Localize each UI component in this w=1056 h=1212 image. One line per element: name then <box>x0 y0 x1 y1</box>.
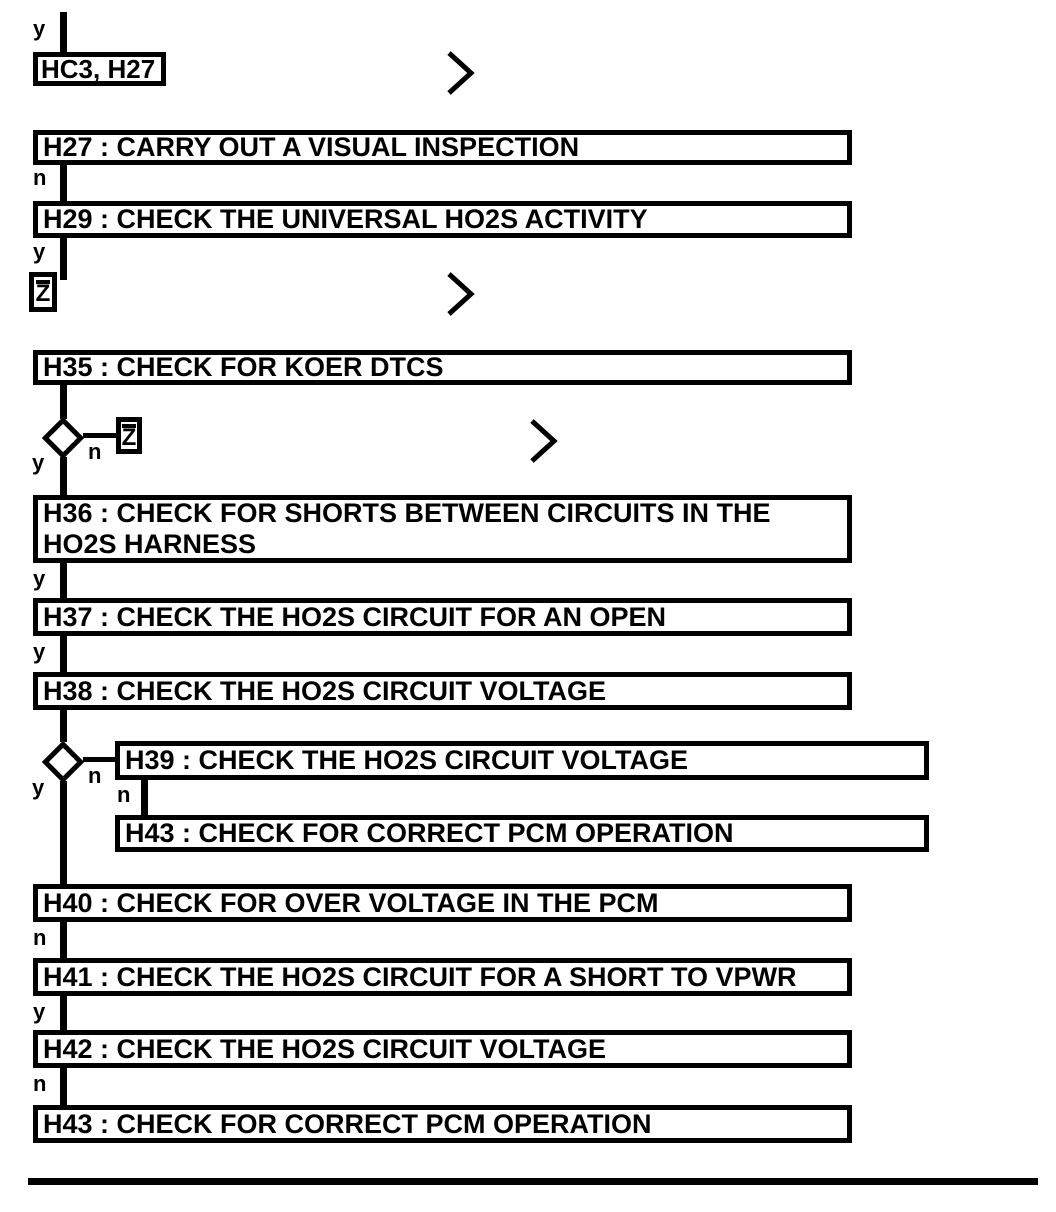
connector-line <box>60 385 67 419</box>
edge-label-yes: y <box>33 999 46 1024</box>
flow-node-h40-label: H40 : CHECK FOR OVER VOLTAGE IN THE PCM <box>43 887 659 918</box>
connector-line <box>60 781 67 884</box>
edge-label-yes: y <box>33 566 46 591</box>
connector-line <box>60 457 67 495</box>
connector-line <box>60 563 67 598</box>
flow-node-h43: H43 : CHECK FOR CORRECT PCM OPERATION <box>33 1105 852 1143</box>
edge-label-yes: y <box>33 639 46 664</box>
continuation-chevron-icon <box>445 50 475 96</box>
offpage-connector-z-label: Z <box>35 280 51 307</box>
flow-node-h29-label: H29 : CHECK THE UNIVERSAL HO2S ACTIVITY <box>43 204 648 234</box>
edge-label-no: n <box>33 1071 47 1096</box>
edge-label-no: n <box>33 925 47 950</box>
flow-node-h42: H42 : CHECK THE HO2S CIRCUIT VOLTAGE <box>33 1030 852 1068</box>
flow-node-h29: H29 : CHECK THE UNIVERSAL HO2S ACTIVITY <box>33 201 852 238</box>
flow-node-h40: H40 : CHECK FOR OVER VOLTAGE IN THE PCM <box>33 884 852 922</box>
bottom-rule <box>28 1178 1038 1185</box>
connector-line <box>60 1068 67 1105</box>
connector-line <box>83 433 117 438</box>
flow-node-h27-label: H27 : CARRY OUT A VISUAL INSPECTION <box>43 132 580 162</box>
flow-node-h35-label: H35 : CHECK FOR KOER DTCS <box>43 352 444 382</box>
flow-node-h41-label: H41 : CHECK THE HO2S CIRCUIT FOR A SHORT… <box>43 961 797 992</box>
edge-label-yes: y <box>32 775 45 800</box>
flow-node-h38-label: H38 : CHECK THE HO2S CIRCUIT VOLTAGE <box>43 675 607 706</box>
offpage-connector-z-label: Z <box>121 423 137 451</box>
connector-line <box>60 710 67 742</box>
connector-line <box>60 996 67 1030</box>
continuation-chevron-icon <box>528 418 558 464</box>
flow-node-h36: H36 : CHECK FOR SHORTS BETWEEN CIRCUITS … <box>33 495 852 563</box>
offpage-connector-z: Z <box>116 417 142 454</box>
edge-label-yes: y <box>33 16 46 41</box>
flow-node-h37-label: H37 : CHECK THE HO2S CIRCUIT FOR AN OPEN <box>43 601 667 632</box>
connector-line <box>141 780 148 815</box>
flow-node-h35: H35 : CHECK FOR KOER DTCS <box>33 350 852 385</box>
connector-line <box>60 12 67 52</box>
connector-line <box>83 757 115 762</box>
edge-label-no: n <box>88 439 102 464</box>
flow-node-start: HC3, H27 <box>33 52 166 86</box>
connector-line <box>60 238 67 280</box>
edge-label-no: n <box>117 782 131 807</box>
continuation-chevron-icon <box>445 271 475 317</box>
edge-label-yes: y <box>33 239 46 264</box>
offpage-connector-z: Z <box>29 272 57 312</box>
connector-line <box>60 636 67 672</box>
flow-node-h37: H37 : CHECK THE HO2S CIRCUIT FOR AN OPEN <box>33 598 852 636</box>
flow-node-h27: H27 : CARRY OUT A VISUAL INSPECTION <box>33 130 852 165</box>
decision-diamond <box>41 416 85 460</box>
flow-node-h43-branch: H43 : CHECK FOR CORRECT PCM OPERATION <box>115 815 929 852</box>
flow-node-h41: H41 : CHECK THE HO2S CIRCUIT FOR A SHORT… <box>33 958 852 996</box>
connector-line <box>60 165 67 201</box>
flow-node-h43-label: H43 : CHECK FOR CORRECT PCM OPERATION <box>43 1108 652 1139</box>
edge-label-yes: y <box>32 450 45 475</box>
flow-node-h43-branch-label: H43 : CHECK FOR CORRECT PCM OPERATION <box>125 818 734 848</box>
connector-line <box>60 922 67 958</box>
edge-label-no: n <box>88 763 102 788</box>
flow-node-h39: H39 : CHECK THE HO2S CIRCUIT VOLTAGE <box>115 741 929 780</box>
flow-node-h42-label: H42 : CHECK THE HO2S CIRCUIT VOLTAGE <box>43 1033 607 1064</box>
decision-diamond <box>41 740 85 784</box>
flow-node-h39-label: H39 : CHECK THE HO2S CIRCUIT VOLTAGE <box>125 745 689 775</box>
flow-node-h36-label: H36 : CHECK FOR SHORTS BETWEEN CIRCUITS … <box>43 498 771 559</box>
edge-label-no: n <box>33 165 47 190</box>
flow-node-start-label: HC3, H27 <box>41 53 156 84</box>
flow-node-h38: H38 : CHECK THE HO2S CIRCUIT VOLTAGE <box>33 672 852 710</box>
